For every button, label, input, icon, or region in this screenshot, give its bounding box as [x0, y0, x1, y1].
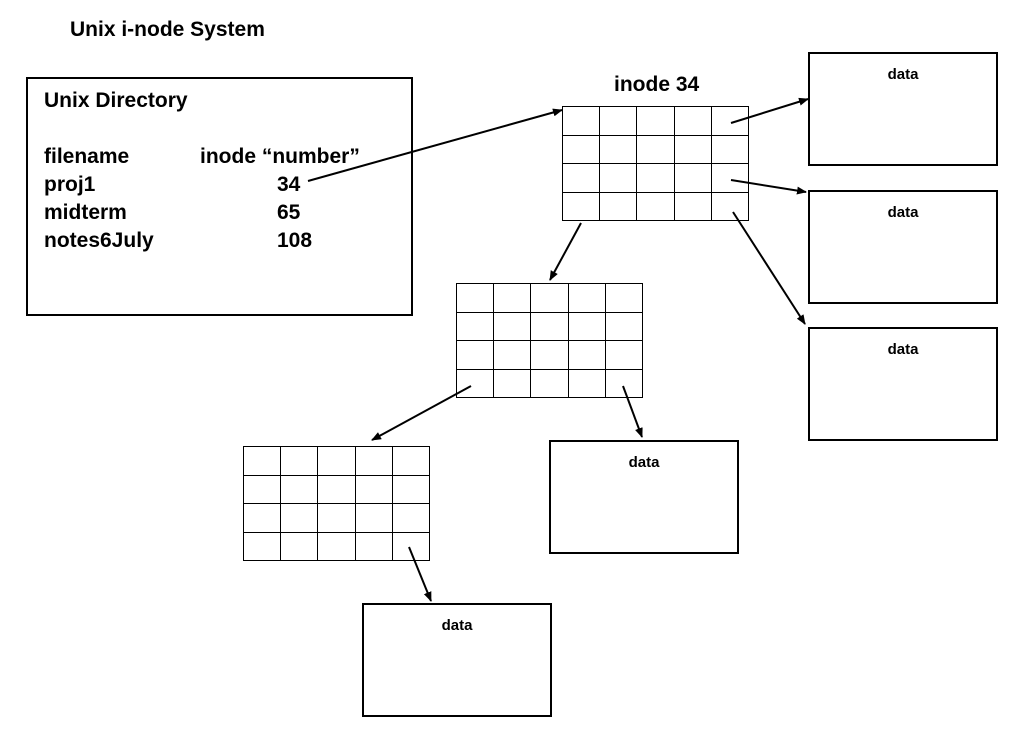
- data-block-label: data: [441, 617, 473, 634]
- inode-cell: [531, 312, 569, 341]
- inode-cell: [318, 504, 356, 533]
- header-filename: filename: [44, 145, 130, 168]
- inode-cell: [637, 107, 675, 136]
- inode-cell: [674, 107, 712, 136]
- data-block-5: data: [362, 603, 552, 717]
- data-block-2: data: [808, 190, 998, 304]
- inode-cell: [568, 369, 606, 398]
- inode-cell: [244, 504, 282, 533]
- directory-heading: Unix Directory: [44, 89, 188, 112]
- inode-cell: [600, 107, 638, 136]
- inode-cell: [637, 192, 675, 221]
- inode-cell: [605, 341, 643, 370]
- inode-cell: [637, 135, 675, 164]
- row-inode-midterm: 65: [277, 201, 301, 224]
- inode-cell: [355, 504, 393, 533]
- inode-cell: [600, 164, 638, 193]
- row-inode-proj1: 34: [277, 173, 301, 196]
- inode-cell: [281, 447, 319, 476]
- inode-cell: [531, 369, 569, 398]
- inode-cell: [568, 284, 606, 313]
- inode-cell: [392, 475, 430, 504]
- inode-cell: [568, 312, 606, 341]
- inode-cell: [711, 135, 749, 164]
- inode-cell: [674, 135, 712, 164]
- unix-directory-box: Unix Directory filename inode “number” p…: [26, 77, 413, 316]
- inode-cell: [674, 192, 712, 221]
- data-block-1: data: [808, 52, 998, 166]
- inode-cell: [605, 312, 643, 341]
- inode-cell: [494, 312, 532, 341]
- inode-cell: [711, 192, 749, 221]
- inode-cell: [355, 475, 393, 504]
- inode-cell: [711, 164, 749, 193]
- inode-cell: [568, 341, 606, 370]
- data-block-label: data: [887, 204, 919, 221]
- row-filename-notes6july: notes6July: [44, 229, 154, 252]
- header-inode-number: inode “number”: [200, 145, 360, 168]
- inode-cell: [281, 532, 319, 561]
- inode-cell: [563, 135, 601, 164]
- row-filename-proj1: proj1: [44, 173, 96, 196]
- inode-cell: [637, 164, 675, 193]
- inode-cell: [281, 504, 319, 533]
- inode-cell: [600, 192, 638, 221]
- inode-cell: [392, 447, 430, 476]
- row-inode-notes6july: 108: [277, 229, 313, 252]
- inode-cell: [392, 504, 430, 533]
- data-block-label: data: [887, 66, 919, 83]
- diagram-title: Unix i-node System: [70, 18, 265, 41]
- inode-cell: [457, 312, 495, 341]
- inode-cell: [355, 447, 393, 476]
- indirect-block-grid: [456, 283, 643, 398]
- inode-cell: [318, 447, 356, 476]
- row-filename-midterm: midterm: [44, 201, 127, 224]
- inode-cell: [531, 341, 569, 370]
- arrow-inode-to-indirect-block: [549, 222, 582, 281]
- inode-cell: [281, 475, 319, 504]
- inode-cell: [494, 369, 532, 398]
- inode-34-label: inode 34: [614, 73, 700, 96]
- arrow-inode-to-data-3: [732, 211, 806, 325]
- inode-34-grid: [562, 106, 749, 221]
- inode-cell: [605, 369, 643, 398]
- data-block-label: data: [628, 454, 660, 471]
- inode-cell: [318, 532, 356, 561]
- inode-cell: [711, 107, 749, 136]
- data-block-3: data: [808, 327, 998, 441]
- inode-cell: [457, 341, 495, 370]
- inode-cell: [605, 284, 643, 313]
- inode-cell: [563, 192, 601, 221]
- inode-cell: [457, 369, 495, 398]
- data-block-label: data: [887, 341, 919, 358]
- inode-cell: [355, 532, 393, 561]
- inode-cell: [244, 532, 282, 561]
- inode-cell: [392, 532, 430, 561]
- inode-cell: [563, 107, 601, 136]
- double-indirect-block-grid: [243, 446, 430, 561]
- inode-cell: [244, 447, 282, 476]
- inode-cell: [318, 475, 356, 504]
- data-block-4: data: [549, 440, 739, 554]
- inode-cell: [674, 164, 712, 193]
- inode-cell: [600, 135, 638, 164]
- inode-cell: [457, 284, 495, 313]
- inode-cell: [494, 284, 532, 313]
- inode-cell: [244, 475, 282, 504]
- inode-cell: [531, 284, 569, 313]
- inode-cell: [494, 341, 532, 370]
- inode-cell: [563, 164, 601, 193]
